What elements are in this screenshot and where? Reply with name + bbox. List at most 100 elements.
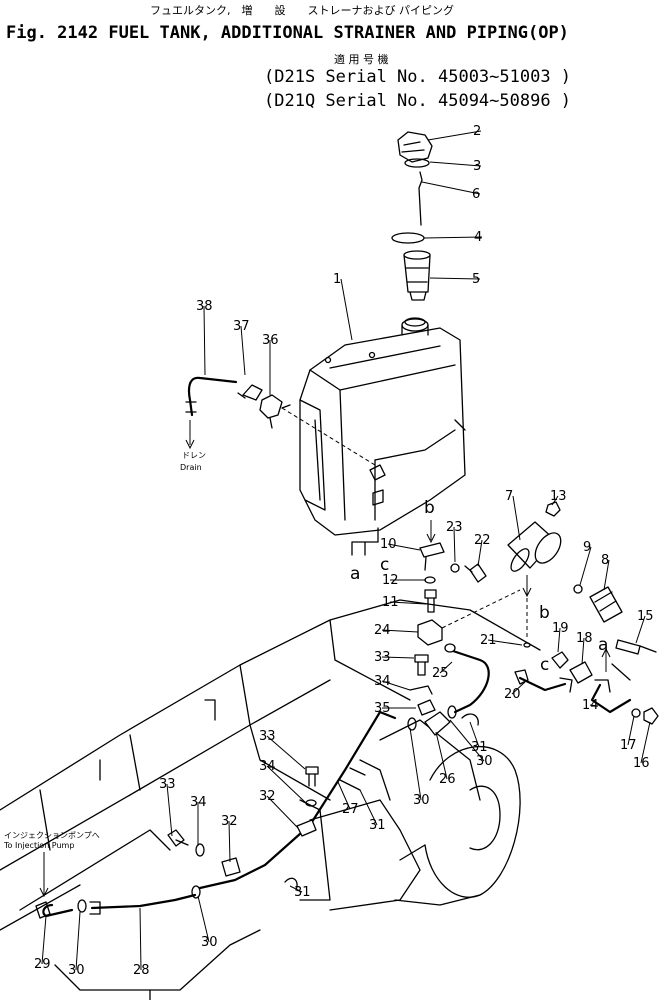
callout-8: 8 bbox=[601, 553, 609, 568]
serial-line-d21s: (D21S Serial No. 45003~51003 ) bbox=[264, 67, 571, 87]
leader-line bbox=[635, 615, 646, 644]
callout-37: 37 bbox=[233, 319, 250, 334]
leader-line bbox=[266, 795, 299, 829]
leader-line bbox=[453, 526, 456, 563]
leader-line bbox=[589, 704, 599, 707]
connection-letter-a: a bbox=[598, 635, 608, 655]
clamp-30-end bbox=[191, 885, 201, 899]
connection-letter-b: b bbox=[539, 603, 550, 623]
callout-12: 12 bbox=[382, 573, 399, 588]
callout-31: 31 bbox=[471, 740, 488, 755]
leader-line bbox=[469, 721, 480, 748]
callout-9: 9 bbox=[583, 540, 591, 555]
callout-27: 27 bbox=[342, 802, 359, 817]
callout-20: 20 bbox=[504, 687, 521, 702]
o-ring-21 bbox=[523, 642, 531, 648]
pipe-14 bbox=[590, 679, 632, 714]
banjo-fitting bbox=[419, 542, 445, 571]
leader-line bbox=[139, 907, 142, 971]
o-ring bbox=[573, 584, 583, 594]
callout-30: 30 bbox=[476, 754, 493, 769]
drain-adapter bbox=[237, 384, 263, 401]
callout-18: 18 bbox=[576, 631, 593, 646]
leader-line bbox=[423, 236, 483, 239]
title-japanese: フュエルタンク, 増 設 ストレーナおよび パイピング bbox=[150, 3, 454, 17]
callout-23: 23 bbox=[446, 520, 463, 535]
bolt-33-mid bbox=[305, 766, 319, 787]
callout-16: 16 bbox=[633, 756, 650, 771]
injection-arrow bbox=[39, 852, 49, 898]
leader-line bbox=[266, 765, 307, 804]
callout-2: 2 bbox=[473, 124, 481, 139]
leader-line bbox=[640, 721, 651, 764]
leader-line bbox=[75, 911, 81, 971]
callout-34: 34 bbox=[374, 674, 391, 689]
leader-line bbox=[512, 495, 521, 541]
callout-4: 4 bbox=[474, 230, 482, 245]
leader-line bbox=[381, 629, 419, 633]
callout-15: 15 bbox=[637, 609, 654, 624]
drain-valve bbox=[259, 394, 291, 429]
leader-line bbox=[421, 181, 481, 195]
cap-chain bbox=[418, 171, 423, 226]
callout-6: 6 bbox=[472, 187, 480, 202]
drain-arrow bbox=[185, 420, 195, 450]
strainer-body bbox=[507, 521, 562, 572]
bracket-a bbox=[351, 527, 379, 556]
bolt-33-low bbox=[167, 829, 189, 847]
drain-label-japanese: ドレン bbox=[182, 451, 206, 460]
leader-line bbox=[228, 820, 231, 863]
callout-17: 17 bbox=[620, 738, 637, 753]
injection-label: To Injection Pump bbox=[3, 841, 74, 850]
callout-26: 26 bbox=[439, 772, 456, 787]
callout-22: 22 bbox=[474, 533, 491, 548]
leader-line bbox=[340, 278, 353, 341]
drain-hose bbox=[187, 376, 238, 417]
clip-31-mid bbox=[461, 713, 479, 726]
banjo-arrow bbox=[426, 520, 436, 544]
pipe-arrow-a bbox=[601, 647, 611, 672]
block-centerline bbox=[441, 589, 521, 629]
bracket-a-right bbox=[611, 663, 631, 681]
nut-16 bbox=[643, 707, 659, 725]
leader-line bbox=[203, 305, 206, 376]
leader-line bbox=[477, 539, 483, 567]
leader-line bbox=[197, 895, 210, 943]
leader-line bbox=[551, 495, 559, 506]
elbow-19 bbox=[551, 651, 569, 669]
leader-line bbox=[581, 637, 585, 665]
leader-line bbox=[409, 727, 422, 801]
clamp-32-low bbox=[221, 857, 241, 877]
callout-19: 19 bbox=[552, 621, 569, 636]
leader-line bbox=[266, 735, 306, 770]
leader-line bbox=[381, 680, 411, 691]
leader-line bbox=[381, 656, 415, 659]
callout-14: 14 bbox=[582, 698, 599, 713]
connection-letter-c: c bbox=[540, 655, 549, 675]
callout-38: 38 bbox=[196, 299, 213, 314]
bolt-22 bbox=[464, 563, 487, 583]
fitting-35 bbox=[417, 699, 436, 716]
fuel-tank bbox=[299, 317, 466, 536]
washer-34-low bbox=[195, 843, 205, 857]
callout-10: 10 bbox=[380, 537, 397, 552]
strainer-nut bbox=[545, 501, 561, 517]
leader-line bbox=[166, 783, 173, 837]
callout-25: 25 bbox=[432, 666, 449, 681]
callout-7: 7 bbox=[505, 489, 513, 504]
callout-31: 31 bbox=[294, 885, 311, 900]
callout-33: 33 bbox=[259, 729, 276, 744]
injection-label-japanese: インジェクションポンプへ bbox=[4, 831, 100, 840]
filler-cap bbox=[397, 131, 433, 168]
callout-32: 32 bbox=[259, 789, 276, 804]
banjo-26 bbox=[407, 705, 457, 736]
callout-33: 33 bbox=[159, 777, 176, 792]
callout-1: 1 bbox=[333, 272, 341, 287]
serial-line-d21q: (D21Q Serial No. 45094~50896 ) bbox=[264, 91, 571, 111]
clamp-32-mid bbox=[296, 819, 317, 837]
washer-17 bbox=[631, 708, 641, 718]
clamp-30-hose bbox=[77, 899, 87, 913]
leader-line bbox=[435, 731, 448, 780]
bolt-33-upper bbox=[414, 654, 429, 676]
